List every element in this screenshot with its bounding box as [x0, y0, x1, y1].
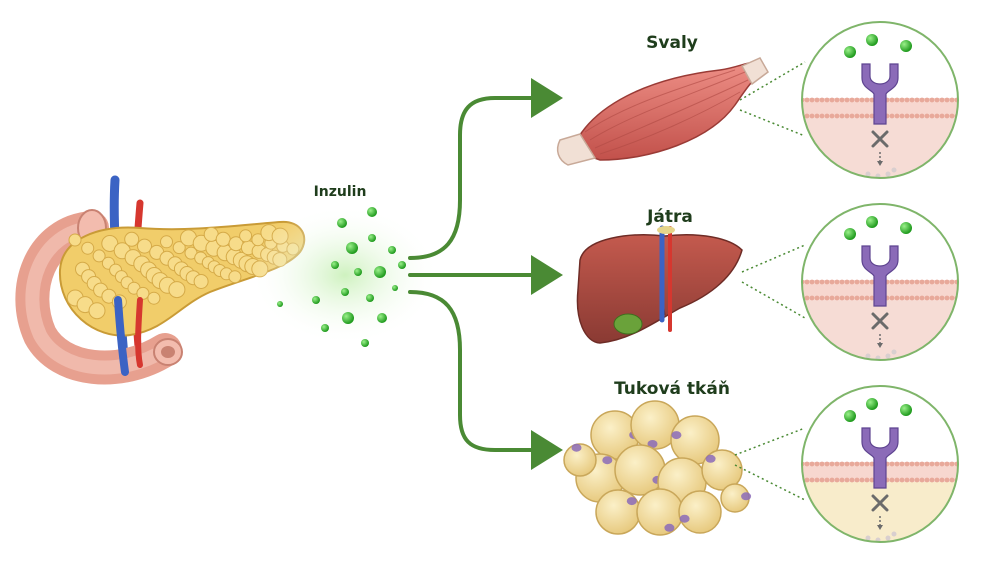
pancreas-lobule: [193, 274, 209, 289]
pancreas-illustration: [15, 175, 306, 385]
fat-cell: [563, 443, 597, 477]
insulin-molecule: [844, 46, 856, 58]
insulin-molecule: [900, 404, 912, 416]
insulin-molecule: [277, 301, 283, 307]
insulin-label: Inzulin: [314, 184, 367, 200]
insulin-molecule: [377, 313, 387, 323]
fat-cell-nucleus: [741, 492, 752, 501]
insulin-molecules: [277, 207, 406, 347]
cross-icon: [871, 494, 889, 512]
insulin-molecule: [331, 261, 339, 269]
insulin-molecule: [312, 296, 320, 304]
pancreas-lobule: [147, 291, 161, 305]
liver-label: Játra: [646, 207, 693, 227]
insulin-molecule: [900, 222, 912, 234]
fat-cell-nucleus: [626, 497, 637, 506]
insulin-receptor-icon: [861, 245, 899, 307]
arrows: [408, 78, 563, 470]
cross-icon: [871, 130, 889, 148]
liver-illustration: [576, 225, 743, 344]
pancreas-lobule: [239, 229, 253, 243]
fat-tissue-illustration: [563, 400, 752, 536]
muscle-label: Svaly: [646, 33, 698, 53]
fat-label: Tuková tkáň: [614, 379, 730, 399]
insulin-molecule: [392, 285, 398, 291]
inset-border: [801, 385, 959, 543]
pancreas-lobule: [81, 241, 95, 255]
insulin-molecule: [844, 228, 856, 240]
cross-icon: [871, 312, 889, 330]
pancreas-lobule: [88, 302, 106, 320]
fat-cell-nucleus: [679, 514, 690, 523]
pancreas-lobule: [215, 231, 231, 247]
insulin-glow: [250, 205, 440, 345]
insulin-molecule: [346, 242, 358, 254]
insulin-receptor-icon: [861, 427, 899, 489]
insulin-molecule: [866, 216, 878, 228]
arrow-to-muscle: [408, 78, 563, 260]
insulin-molecule: [321, 324, 329, 332]
fat-cell: [678, 490, 722, 534]
pancreas-lobule: [68, 233, 82, 247]
insulin-molecule: [367, 207, 377, 217]
muscle-cell-inset: [801, 21, 959, 179]
insulin-molecule: [354, 268, 362, 276]
insulin-molecule: [844, 410, 856, 422]
insulin-molecule: [342, 312, 354, 324]
liver-cell-inset: [801, 203, 959, 361]
pancreas-lobule: [101, 235, 119, 252]
fat-cell-nucleus: [602, 456, 613, 465]
insulin-molecule: [366, 294, 374, 302]
insulin-molecule: [361, 339, 369, 347]
pancreas-lobule: [92, 249, 106, 263]
pancreas-lobule: [168, 281, 186, 299]
fat-cell-inset: [801, 385, 959, 543]
fat-cell: [614, 444, 666, 496]
inset-border: [801, 21, 959, 179]
insulin-molecule: [337, 218, 347, 228]
fat-cell: [636, 488, 684, 536]
inset-border: [801, 203, 959, 361]
insulin-molecule: [866, 34, 878, 46]
insulin-molecule: [900, 40, 912, 52]
insulin-molecule: [341, 288, 349, 296]
fat-cell-nucleus: [571, 443, 582, 452]
pancreas-lobule: [172, 241, 186, 255]
insulin-molecule: [374, 266, 386, 278]
insulin-receptor-icon: [861, 63, 899, 125]
fat-cell-nucleus: [664, 523, 675, 532]
pancreas-lobule: [137, 238, 152, 254]
fat-cell: [595, 489, 641, 535]
pancreas-lobule: [124, 231, 140, 247]
insulin-molecule: [866, 398, 878, 410]
zoom-connectors: [734, 61, 806, 501]
muscle-illustration: [556, 57, 769, 166]
pancreas-lobule: [228, 270, 242, 284]
fat-cell-nucleus: [671, 431, 682, 440]
insulin-molecule: [388, 246, 396, 254]
fat-cell-nucleus: [647, 440, 658, 448]
insulin-molecule: [368, 234, 376, 242]
arrow-to-fat: [408, 290, 563, 470]
pancreas-lobule: [160, 235, 173, 249]
fat-cell-nucleus: [705, 454, 716, 463]
insulin-molecule: [398, 261, 406, 269]
